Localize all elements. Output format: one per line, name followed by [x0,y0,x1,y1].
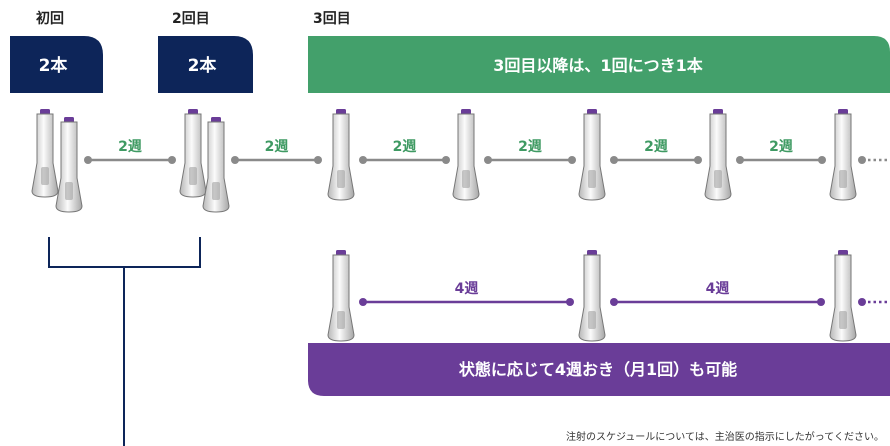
header-third-dose: 3回目 [313,11,351,27]
interval-label: 2週 [118,139,142,155]
second-dose-box [158,36,253,93]
interval-connector: 2週 [231,139,322,164]
injection-pen-icon [452,109,480,201]
continuation-dots [858,156,890,164]
interval-label: 2週 [769,139,793,155]
header-second-dose: 2回目 [172,11,210,27]
injection-pen-icon [327,109,355,201]
injection-pen-icon [578,109,606,201]
every-4-weeks-row: 4週 4週 [327,250,890,342]
interval-connector: 4週 [610,281,825,306]
interval-connector: 2週 [610,139,702,164]
interval-label: 2週 [393,139,417,155]
interval-connector: 2週 [84,139,176,164]
footnote: 注射のスケジュールについては、主治医の指示にしたがってください。 [566,432,884,443]
interval-connector: 2週 [484,139,576,164]
first-dose-count: 2本 [39,55,68,76]
interval-connector: 2週 [359,139,450,164]
monthly-option-banner-text: 状態に応じて4週おき（月1回）も可能 [459,360,737,379]
injection-pen-icon [202,117,230,213]
interval-connector: 2週 [736,139,826,164]
maintenance-banner [308,36,890,93]
injection-pen-icon [704,109,732,201]
injection-pen-icon [327,250,355,342]
injection-pen-icon [578,250,606,342]
maintenance-banner-text: 3回目以降は、1回につき1本 [493,56,702,75]
every-2-weeks-row: 2週 2週 2週 2週 2週 2週 [31,109,890,213]
interval-label: 2週 [265,139,289,155]
interval-label: 4週 [455,281,479,297]
injection-pen-icon [55,117,83,213]
second-dose-count: 2本 [188,55,217,76]
continuation-dots [858,298,890,306]
injection-pen-icon [829,250,857,342]
injection-pen-icon [31,109,59,198]
interval-connector: 4週 [359,281,574,306]
initial-doses-bracket [48,237,201,446]
interval-label: 2週 [518,139,542,155]
injection-pen-icon [179,109,207,198]
injection-pen-icon [829,109,857,201]
header-first-dose: 初回 [36,11,64,27]
monthly-option-banner [308,343,890,396]
interval-label: 2週 [644,139,668,155]
interval-label: 4週 [706,281,730,297]
first-dose-box [10,36,103,93]
